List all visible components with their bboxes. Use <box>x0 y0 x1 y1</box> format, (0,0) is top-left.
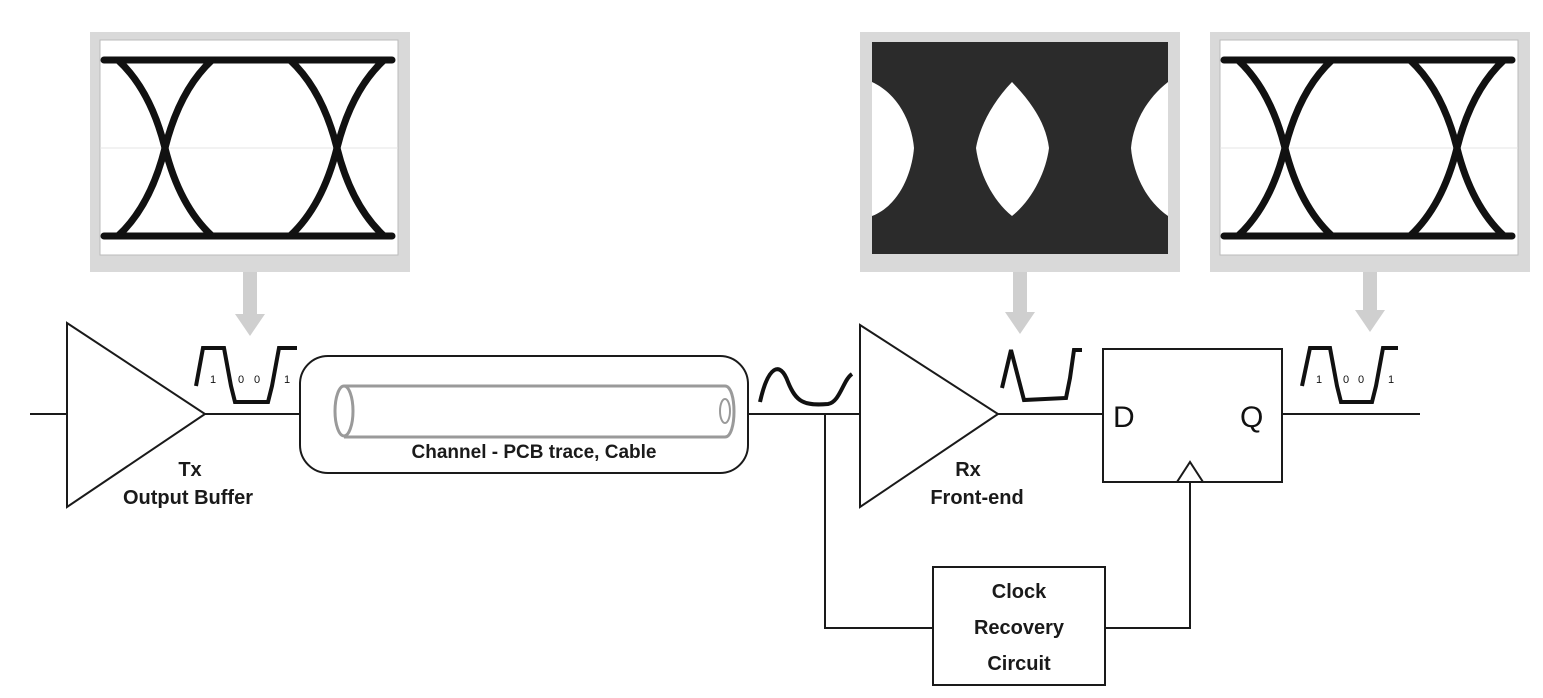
tx-bit-pattern: 1 0 0 1 <box>194 346 297 404</box>
rx-frontend-triangle <box>859 323 1000 509</box>
bit-label: 1 <box>1316 374 1322 386</box>
bit-label: 1 <box>284 374 290 386</box>
q-output-label: Q <box>1240 401 1263 434</box>
cable-icon <box>333 384 736 439</box>
clock-input-triangle <box>1175 460 1205 483</box>
eye-diagram-out <box>1210 32 1530 272</box>
rx-output-waveform <box>1000 348 1082 403</box>
arrow-eye-out <box>1355 272 1385 332</box>
eye-diagram-rx <box>860 32 1180 272</box>
eye-traces <box>100 56 396 240</box>
tx-subtitle: Output Buffer <box>123 487 253 509</box>
eye-opening-center <box>976 82 1049 216</box>
eye-opening-left <box>872 82 914 216</box>
bit-label: 0 <box>238 374 244 386</box>
bit-label: 1 <box>210 374 216 386</box>
arrow-eye-tx <box>235 272 265 336</box>
output-bit-pattern: 1 0 0 1 <box>1300 346 1398 404</box>
clock-recovery-line3: Circuit <box>987 653 1051 675</box>
cdr-output-wire <box>1105 482 1191 629</box>
channel-output-waveform <box>758 367 854 407</box>
d-flipflop-box <box>1102 348 1283 483</box>
cdr-input-wire <box>824 414 933 629</box>
eye-traces <box>1220 56 1516 240</box>
pulse-waveform <box>194 346 297 404</box>
clock-recovery-line1: Clock <box>992 581 1047 603</box>
pulse-waveform <box>1300 346 1398 404</box>
clock-recovery-line2: Recovery <box>974 617 1065 639</box>
eye-opening-right <box>1131 82 1168 216</box>
clock-recovery-box <box>932 566 1106 686</box>
d-input-label: D <box>1113 401 1135 434</box>
arrow-eye-rx <box>1005 272 1035 334</box>
bit-label: 0 <box>1343 374 1349 386</box>
bit-label: 1 <box>1388 374 1394 386</box>
eye-diagram-tx <box>90 32 410 272</box>
rx-title: Rx <box>955 459 981 481</box>
bit-label: 0 <box>1358 374 1364 386</box>
rx-subtitle: Front-end <box>930 487 1023 509</box>
bit-label: 0 <box>254 374 260 386</box>
tx-buffer-triangle <box>66 321 207 509</box>
tx-title: Tx <box>178 459 201 481</box>
channel-label: Channel - PCB trace, Cable <box>412 442 657 463</box>
